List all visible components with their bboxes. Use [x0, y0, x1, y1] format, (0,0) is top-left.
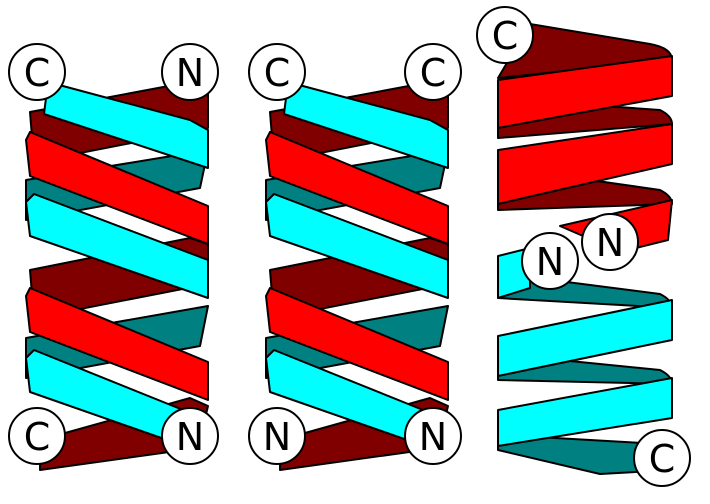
terminus-label: C [649, 437, 676, 481]
terminus-circle: C [248, 43, 306, 101]
terminus-circle: N [161, 43, 219, 101]
terminus-circle: C [404, 43, 462, 101]
cyan-front-stripe [25, 193, 209, 299]
terminus-label: C [420, 51, 447, 95]
terminus-circle: C [8, 43, 66, 101]
cyan-front-stripe [43, 81, 209, 169]
red-front-stripe [497, 55, 673, 129]
red-front-stripe [497, 123, 673, 205]
red-front-stripe [265, 287, 449, 401]
terminus-circle: C [633, 429, 691, 487]
terminus-label: N [419, 415, 447, 459]
terminus-circle: C [476, 6, 534, 64]
cyan-front-stripe [497, 299, 673, 377]
terminus-label: C [24, 51, 51, 95]
cyan-front-stripe [497, 377, 673, 447]
terminus-label: N [176, 415, 204, 459]
terminus-labels: C N C N C C N N [8, 6, 691, 487]
terminus-label: N [263, 415, 291, 459]
terminus-label: C [492, 14, 519, 58]
panel-helix-hairpin [497, 23, 673, 475]
terminus-label: N [536, 240, 564, 284]
terminus-circle: C [8, 407, 66, 465]
terminus-circle: N [161, 407, 219, 465]
terminus-circle: N [404, 407, 462, 465]
red-front-stripe [25, 287, 209, 401]
terminus-label: C [264, 51, 291, 95]
terminus-circle: N [521, 232, 579, 290]
cyan-front-stripe [283, 81, 449, 169]
cyan-front-stripe [265, 193, 449, 299]
red-front-stripe [25, 131, 209, 245]
terminus-label: N [596, 221, 624, 265]
terminus-circle: N [581, 213, 639, 271]
terminus-circle: N [248, 407, 306, 465]
terminus-label: C [24, 415, 51, 459]
panel-antiparallel-dimer [265, 81, 449, 471]
red-front-stripe [265, 131, 449, 245]
terminus-label: N [176, 51, 204, 95]
